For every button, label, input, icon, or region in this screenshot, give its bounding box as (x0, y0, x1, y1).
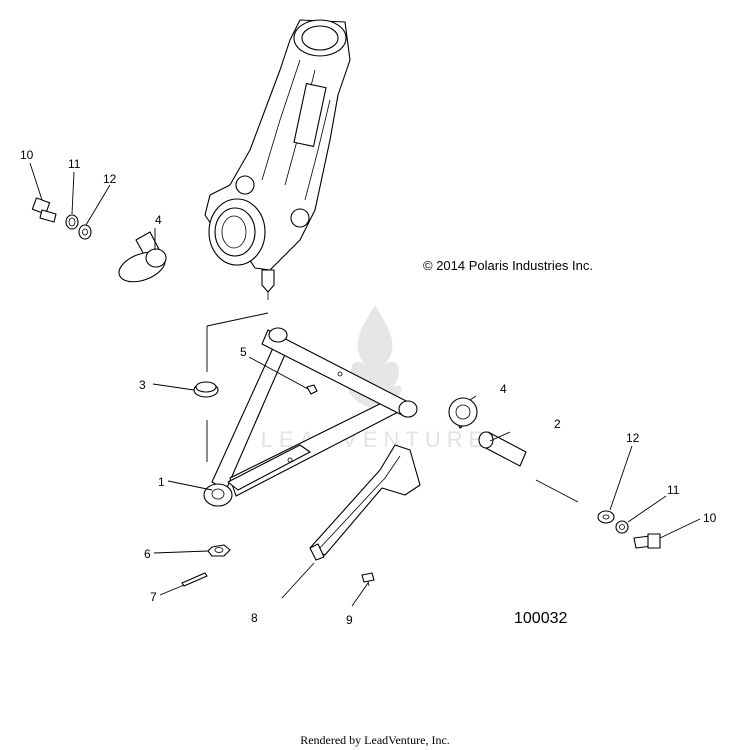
washer-12-left (78, 224, 92, 240)
callout-10-right: 10 (703, 511, 717, 525)
steering-knuckle (204, 19, 351, 300)
callout-6: 6 (144, 547, 151, 561)
nut-6 (207, 544, 231, 557)
figure-number: 100032 (514, 610, 568, 627)
callout-12-left: 12 (103, 172, 117, 186)
bushing-4-right (448, 397, 478, 429)
callout-1: 1 (158, 475, 165, 489)
spacer-axis-line (535, 479, 579, 503)
callout-4-right: 4 (500, 382, 507, 396)
callout-12-right: 12 (626, 431, 640, 445)
alignment-lines (206, 312, 269, 462)
callout-7: 7 (150, 590, 157, 604)
bushing-4-left (118, 231, 167, 283)
bolt-10-right (633, 533, 661, 549)
spacer-2 (478, 431, 527, 467)
callout-8: 8 (251, 611, 258, 625)
a-arm (203, 327, 418, 507)
callout-10-left: 10 (20, 148, 34, 162)
screw-9 (361, 572, 375, 587)
callout-4-left: 4 (155, 213, 162, 227)
callout-11-left: 11 (68, 157, 81, 171)
footer-credit: Rendered by LeadVenture, Inc. (300, 733, 450, 747)
guard-8 (309, 444, 421, 561)
nut-11-right (615, 520, 629, 534)
callout-9: 9 (346, 613, 353, 627)
callout-5: 5 (240, 345, 247, 359)
washer-12-right (597, 510, 615, 524)
callout-2: 2 (554, 417, 561, 431)
washer-3 (193, 381, 219, 398)
callout-3: 3 (139, 378, 146, 392)
nut-11-left (65, 214, 79, 230)
bolt-5 (306, 384, 318, 395)
copyright-notice: © 2014 Polaris Industries Inc. (423, 258, 593, 273)
cotter-pin-7 (181, 572, 208, 587)
callout-11-right: 11 (667, 483, 680, 497)
bolt-10-left (31, 197, 57, 223)
leader-lines (29, 162, 701, 607)
